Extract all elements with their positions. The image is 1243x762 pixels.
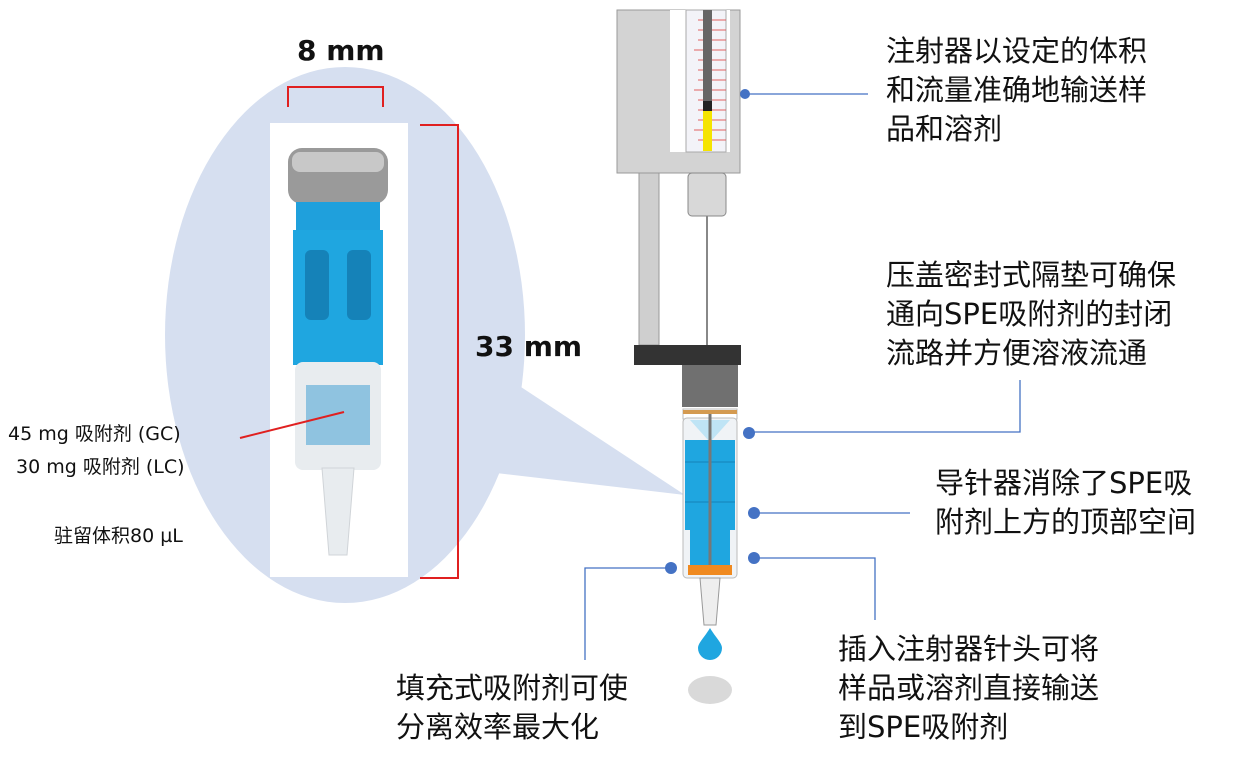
callout-line-text: 分离效率最大化 [396, 710, 600, 744]
height-dimension-label: 33 mm [475, 330, 583, 363]
droplet-icon [698, 628, 722, 660]
callout-line-text: 附剂上方的顶部空间 [935, 505, 1197, 539]
callout-line-text: 导针器消除了SPE吸 [935, 466, 1193, 500]
syringe-assembly [616, 9, 741, 704]
height-bracket [420, 124, 459, 579]
callout-packed-sorbent: 填充式吸附剂可使 分离效率最大化 [396, 669, 628, 747]
magnifier-ellipse [165, 67, 685, 603]
callout-line-text: 样品或溶剂直接输送 [838, 671, 1100, 705]
callout-lines [584, 93, 1021, 660]
callout-line-text: 品和溶剂 [886, 112, 1003, 146]
callout-needle-insert: 插入注射器针头可将 样品或溶剂直接输送 到SPE吸附剂 [838, 630, 1099, 747]
callout-septum: 压盖密封式隔垫可确保 通向SPE吸附剂的封闭 流路并方便溶液流通 [886, 256, 1176, 373]
width-dimension-label: 8 mm [297, 34, 385, 67]
callout-needle-guide: 导针器消除了SPE吸 附剂上方的顶部空间 [935, 464, 1196, 542]
callout-line-text: 流路并方便溶液流通 [886, 336, 1148, 370]
callout-dots [665, 89, 760, 574]
callout-line-text: 和流量准确地输送样 [886, 73, 1148, 107]
sorbent-gc-label: 45 mg 吸附剂 (GC) [8, 423, 181, 445]
sorbent-pointer-line [239, 411, 345, 439]
spe-cartridge-photo [288, 148, 388, 556]
callout-line-text: 插入注射器针头可将 [838, 632, 1100, 666]
sorbent-lc-label: 30 mg 吸附剂 (LC) [16, 456, 185, 478]
callout-syringe: 注射器以设定的体积 和流量准确地输送样 品和溶剂 [886, 32, 1147, 149]
width-bracket [287, 86, 384, 107]
hold-volume-label: 驻留体积80 µL [54, 525, 183, 547]
callout-line-text: 填充式吸附剂可使 [396, 671, 629, 705]
callout-line-text: 压盖密封式隔垫可确保 [886, 258, 1177, 292]
callout-line-text: 注射器以设定的体积 [886, 34, 1148, 68]
callout-line-text: 通向SPE吸附剂的封闭 [886, 297, 1173, 331]
callout-line-text: 到SPE吸附剂 [838, 710, 1009, 744]
